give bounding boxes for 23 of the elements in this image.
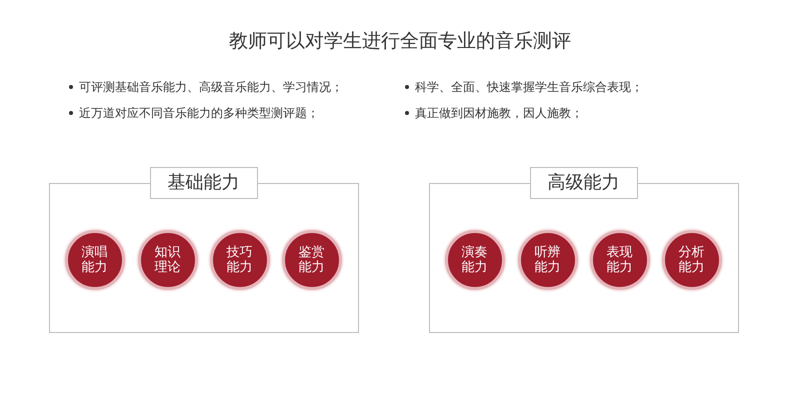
circle xyxy=(444,230,504,290)
circle xyxy=(210,230,270,290)
title: 教师可以对学生进行全面专业的音乐测评 xyxy=(229,29,571,54)
circle-text: 演唱能力 xyxy=(80,244,108,274)
heading-box: 基础能力 xyxy=(150,166,258,198)
bullet-text: 科学、全面、快速掌握学生音乐综合表现； xyxy=(415,79,643,95)
circle-text: 分析能力 xyxy=(678,244,706,274)
bullet-text: 真正做到因材施教，因人施教； xyxy=(415,105,583,121)
circle-text: 技巧能力 xyxy=(226,244,254,274)
circle xyxy=(518,230,578,290)
circle-text: 鉴赏能力 xyxy=(298,244,326,274)
bullet-text: 近万道对应不同音乐能力的多种类型测评题； xyxy=(79,105,319,121)
heading-box: 高级能力 xyxy=(530,166,638,198)
circle-text: 知识理论 xyxy=(154,244,182,274)
circle xyxy=(662,230,722,290)
circle xyxy=(138,230,198,290)
circle xyxy=(590,230,650,290)
circle-text: 听辨能力 xyxy=(534,244,562,274)
bullet-text: 可评测基础音乐能力、高级音乐能力、学习情况； xyxy=(79,79,343,95)
circle-text: 表现能力 xyxy=(606,244,634,274)
circle-text: 演奏能力 xyxy=(460,244,488,274)
circle xyxy=(282,230,342,290)
circle xyxy=(64,230,124,290)
